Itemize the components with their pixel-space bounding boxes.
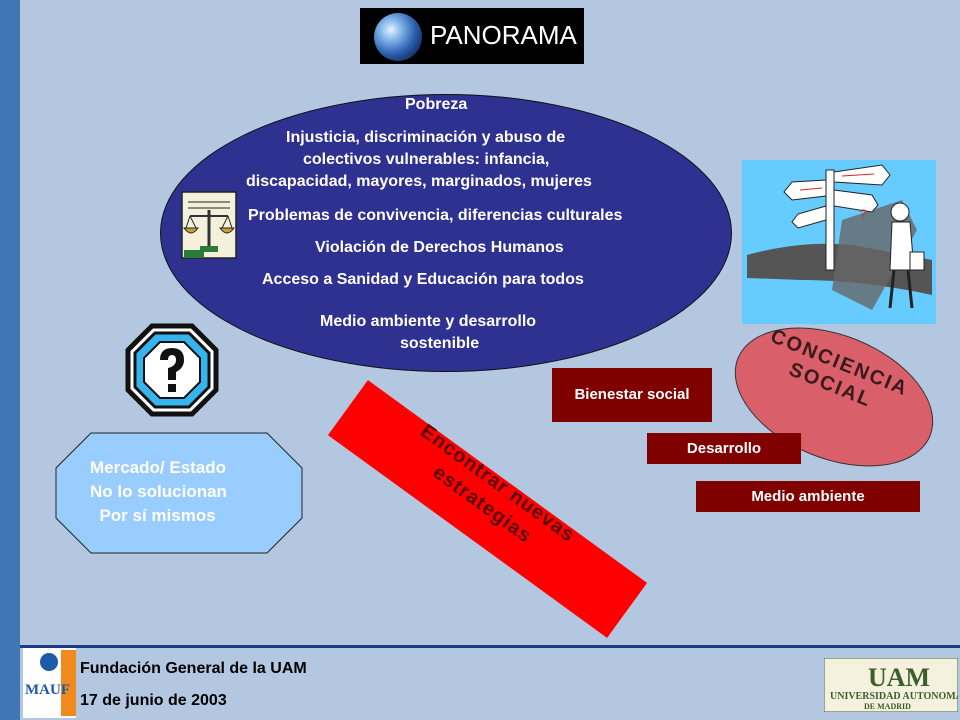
ellipse-item-medio-2: sostenible	[400, 335, 480, 352]
ellipse-item-derechos: Violación de Derechos Humanos	[315, 239, 564, 256]
nuevas-estrategias-label: Encontrar nuevas estrategias	[416, 420, 579, 548]
footer-date: 17 de junio de 2003	[80, 692, 227, 709]
fundacion-logo: MAUF	[23, 648, 76, 718]
uam-logo-mark: UAM	[868, 663, 930, 692]
mercado-estado-octagon	[55, 432, 303, 554]
ellipse-item-convivencia: Problemas de convivencia, diferencias cu…	[248, 207, 623, 224]
mercado-estado-label: Mercado/ Estado No lo solucionan Por sí …	[90, 458, 227, 525]
globe-icon	[374, 13, 422, 61]
ellipse-item-sanidad: Acceso a Sanidad y Educación para todos	[262, 271, 584, 288]
fundacion-logo-text: MAUF	[25, 682, 70, 698]
desarrollo-box: Desarrollo	[647, 433, 801, 464]
signpost-man-icon: ?	[742, 160, 936, 324]
uam-logo-line1: UNIVERSIDAD AUTONOMA	[830, 691, 958, 702]
problems-ellipse	[160, 94, 732, 372]
ellipse-item-injusticia-1: Injusticia, discriminación y abuso de	[286, 129, 566, 146]
ellipse-item-medio-1: Medio ambiente y desarrollo	[320, 313, 537, 330]
left-accent-bar	[0, 0, 20, 720]
question-mark-icon	[125, 323, 219, 417]
ellipse-item-injusticia-3: discapacidad, mayores, marginados, mujer…	[246, 173, 592, 190]
footer-divider	[20, 645, 960, 648]
footer-organization: Fundación General de la UAM	[80, 660, 307, 677]
bienestar-social-box: Bienestar social	[552, 368, 712, 422]
ellipse-item-injusticia-2: colectivos vulnerables: infancia,	[303, 151, 550, 168]
page-title: PANORAMA	[430, 20, 577, 50]
medio-ambiente-box: Medio ambiente	[696, 481, 920, 512]
svg-text:?: ?	[860, 207, 867, 221]
scale-of-justice-icon	[181, 191, 237, 259]
uam-logo-line2: DE MADRID	[864, 702, 911, 711]
uam-logo: UAM UNIVERSIDAD AUTONOMA DE MADRID	[824, 658, 958, 712]
ellipse-item-pobreza: Pobreza	[405, 96, 468, 113]
